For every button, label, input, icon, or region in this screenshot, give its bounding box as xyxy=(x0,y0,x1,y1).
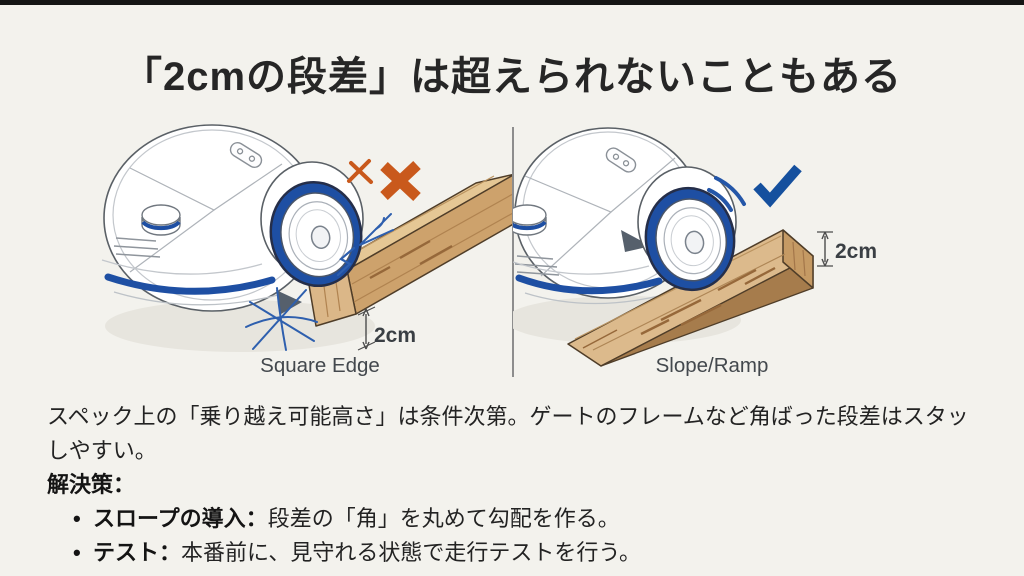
bumper-stripe xyxy=(515,274,663,295)
floor-shadow xyxy=(105,300,375,352)
wooden-ramp xyxy=(567,229,814,367)
solutions-list: スロープの導入：段差の「角」を丸めて勾配を作る。 テスト：本番前に、見守れる状態… xyxy=(47,502,997,570)
illustration-slope-ramp: 2cm Slope/Ramp xyxy=(513,127,877,377)
dimension-arrow-right xyxy=(817,231,833,267)
drive-wheel xyxy=(621,166,737,292)
motion-arcs xyxy=(707,176,746,212)
square-edge-label: Square Edge xyxy=(260,354,380,377)
letterbox-bar xyxy=(0,0,1024,5)
body-text-block: スペック上の「乗り越え可能高さ」は条件次第。ゲートのフレームなど角ばった段差はス… xyxy=(47,400,997,570)
list-item-test: テスト：本番前に、見守れる状態で走行テストを行う。 xyxy=(47,536,997,570)
solutions-heading: 解決策： xyxy=(47,472,136,497)
bullet-term: スロープの導入： xyxy=(93,506,268,531)
slide-title: 「2cmの段差」は超えられないこともある xyxy=(121,55,903,99)
impact-scribbles xyxy=(245,213,394,351)
body-paragraph-line-1: スペック上の「乗り越え可能高さ」は条件次第。ゲートのフレームなど角ばった段差はス… xyxy=(47,404,969,429)
check-icon xyxy=(753,164,802,208)
slope-ramp-label: Slope/Ramp xyxy=(656,354,769,377)
illustration-square-edge: 2cm Square Edge xyxy=(101,124,513,377)
bullet-text: 本番前に、見守れる状態で走行テストを行う。 xyxy=(181,540,642,565)
sensor-pill xyxy=(605,147,637,173)
lidar-turret xyxy=(141,204,181,236)
list-item-slope: スロープの導入：段差の「角」を丸めて勾配を作る。 xyxy=(47,502,997,536)
bullet-text: 段差の「角」を丸めて勾配を作る。 xyxy=(267,506,620,531)
sensor-pill xyxy=(229,142,263,168)
drive-wheel xyxy=(260,161,364,314)
dimension-label-right: 2cm xyxy=(835,240,877,263)
cross-icon xyxy=(347,159,421,202)
dimension-label-left: 2cm xyxy=(374,324,416,347)
figure-divider xyxy=(512,127,514,377)
bumper-stripe xyxy=(104,273,276,295)
dimension-arrow-left xyxy=(357,306,376,351)
bullet-term: テスト： xyxy=(93,540,182,565)
body-paragraph-line-2: しやすい。 xyxy=(47,438,157,463)
lidar-turret xyxy=(513,204,547,236)
